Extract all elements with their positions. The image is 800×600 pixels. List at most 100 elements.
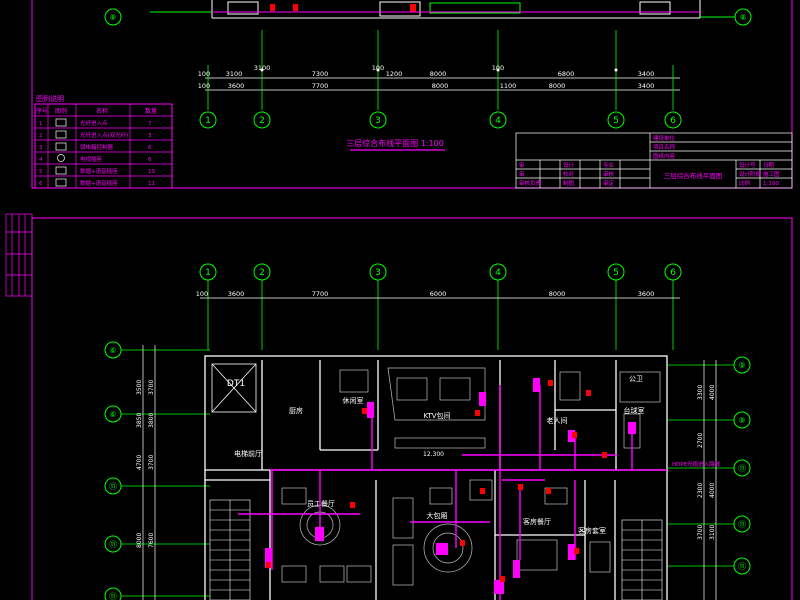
room-label-guest-hall: 客房餐厅	[523, 517, 551, 526]
axis-number: 5	[613, 268, 619, 278]
dim-text: 2300	[697, 483, 704, 498]
room-label-studio: 休闲室	[343, 396, 364, 405]
title-block-cell: 校对	[563, 170, 575, 178]
dim-text: 8000	[432, 82, 449, 90]
floor-plan-walls	[204, 355, 668, 600]
dim-text: 3600	[638, 290, 655, 298]
legend-row-no: 1	[39, 121, 43, 127]
elevation-marker: 12.300	[423, 451, 444, 458]
upper-dimension-ticks	[207, 30, 674, 110]
axis-number: 1	[205, 116, 211, 126]
legend-row-name: 光纤进入点(双光纤)	[80, 131, 128, 139]
title-block-cell: 1:100	[763, 181, 779, 187]
dim-text: 100	[372, 64, 384, 72]
legend-row-no: 3	[39, 145, 43, 151]
legend-header: 名称	[96, 107, 108, 115]
dim-text: 100	[196, 290, 208, 298]
legend-row-name: 电视插座	[80, 155, 103, 163]
legend-row-name: 弱电箱控制器	[80, 143, 114, 151]
dim-text: 3300	[697, 385, 704, 400]
dim-text: 3700	[697, 525, 704, 540]
lower-axis-bubbles	[199, 263, 682, 281]
title-block-header: 图纸内容	[653, 152, 676, 160]
title-block-cell: 审	[519, 161, 525, 169]
upper-dim-row-1: 100 3100 3100 7300 100 1200 8000 100 680…	[198, 64, 654, 78]
stairs-left	[209, 499, 251, 600]
dim-text: 3600	[228, 290, 245, 298]
dim-text: 7700	[312, 290, 329, 298]
dim-text: 8000	[430, 70, 447, 78]
upper-dimension-lines	[205, 77, 680, 91]
axis-number: 2	[259, 116, 265, 126]
dim-text: 2700	[697, 433, 704, 448]
upper-axis-label-left: ⑧	[109, 13, 116, 22]
legend-row-qty: 6	[148, 157, 152, 163]
title-block-cell: 设计号	[739, 161, 756, 169]
title-block-cell: 审核负责	[519, 179, 542, 187]
lower-right-axes: ⑨ ⑨ ⑪ ⑪ ⑪ 3300 4000 2700 4000 2300 3700 …	[668, 356, 751, 600]
axis-label: ⑥	[109, 346, 116, 355]
axis-number: 3	[375, 268, 381, 278]
legend-header: 序号	[36, 107, 48, 115]
title-block-cell: 审	[519, 170, 525, 178]
dim-text: 4000	[709, 483, 716, 498]
title-block-cell: 比例	[739, 179, 751, 187]
title-block-cell: 审核	[603, 170, 615, 178]
drawing-title: 三层综合布线平面图 1:100	[346, 138, 444, 148]
axis-number: 1	[205, 268, 211, 278]
lower-sheet-frame	[31, 217, 793, 600]
legend-symbols	[55, 118, 67, 187]
axis-label: ⑪	[738, 520, 746, 529]
legend-row-no: 4	[39, 157, 43, 163]
legend-header: 图例	[55, 107, 67, 115]
dim-text: 8000	[549, 290, 566, 298]
legend-header: 数量	[145, 107, 157, 115]
upper-sheet-frame	[31, 0, 793, 189]
legend-row-qty: 3	[148, 133, 152, 139]
dim-text: 3800	[148, 413, 155, 428]
legend-row-name: 光纤进入点	[80, 119, 108, 127]
dim-text: 3100	[709, 525, 716, 540]
legend-row-qty: 6	[148, 145, 152, 151]
lower-sheet: 1 2 3 4 5 6 100 3600 7700 6000 8000 3600	[5, 213, 793, 600]
axis-label: ⑪	[738, 562, 746, 571]
dim-text: 7300	[312, 70, 329, 78]
dim-text: 8000	[549, 82, 566, 90]
dim-text: 100	[198, 82, 210, 90]
room-label-hall: 大包厢	[427, 511, 448, 520]
title-block-cell: 专业	[603, 161, 615, 169]
legend-row-qty: 7	[148, 121, 152, 127]
dim-text: 3700	[148, 380, 155, 395]
elevator-shaft	[211, 363, 257, 413]
title-block-cell: 日期	[763, 162, 775, 169]
legend-row-no: 6	[39, 181, 43, 187]
legend-row-name: 数据+语音插座	[80, 167, 118, 175]
upper-sheet: ⑧ ⑧ 100 3100 3100 7300 100	[31, 0, 793, 189]
dim-text: 4700	[136, 455, 143, 470]
axis-label: ⑪	[109, 482, 117, 491]
axis-number: 4	[495, 116, 501, 126]
cabling-routes	[238, 385, 667, 600]
upper-dim-row-2: 100 3600 7700 8000 1100 8000 3400	[198, 82, 654, 90]
dim-text: 3100	[254, 64, 271, 72]
cable-entry-label: HDPE光缆进入路线	[672, 460, 721, 468]
room-label-ktv: KTV包间	[423, 411, 450, 420]
title-block	[515, 132, 793, 189]
axis-number: 2	[259, 268, 265, 278]
red-outlets	[266, 380, 607, 582]
dim-text: 6000	[430, 290, 447, 298]
axis-label: ⑪	[109, 540, 117, 549]
upper-top-axis: ⑧ ⑧	[104, 8, 752, 26]
axis-label: ⑨	[738, 416, 745, 425]
axis-number: 6	[670, 116, 676, 126]
room-label-elder: 老人间	[547, 416, 568, 425]
dim-text: 8000	[136, 533, 143, 548]
room-label-staff-dining: 员工餐厅	[307, 499, 335, 508]
stairs-right	[621, 519, 663, 600]
upper-axis-bubbles	[199, 111, 682, 129]
legend-row-no: 2	[39, 133, 43, 139]
dim-text: 7700	[312, 82, 329, 90]
title-block-header: 建设单位	[653, 134, 676, 142]
room-label-billiards: 台球室	[624, 406, 645, 415]
